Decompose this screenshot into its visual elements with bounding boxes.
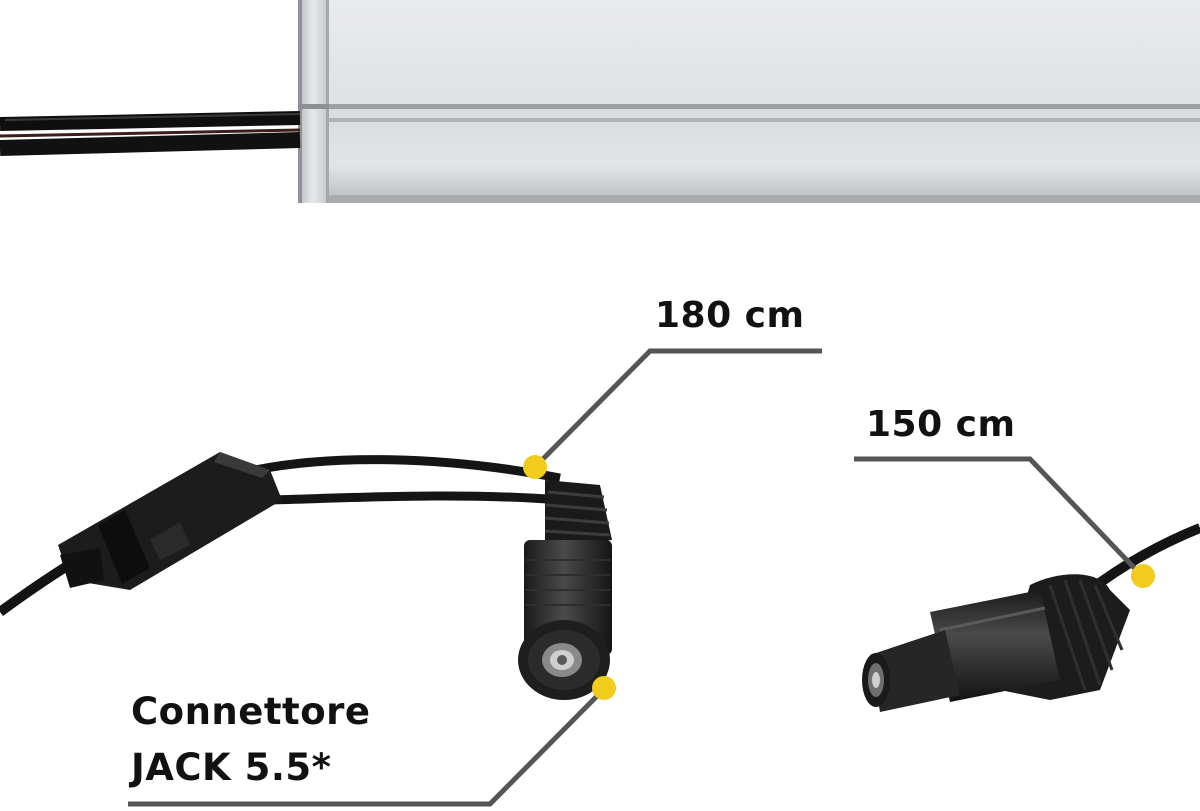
connector-label: Connettore JACK 5.5*: [131, 684, 370, 796]
leader-line-connector: [128, 686, 607, 807]
profile-cable: [0, 111, 301, 156]
leader-line-150: [854, 456, 1144, 578]
cable-length-label-180: 180 cm: [655, 295, 805, 336]
cable-length-label-150: 150 cm: [866, 404, 1016, 445]
connector-label-line2: JACK 5.5*: [131, 746, 332, 789]
marker-dot-180: [523, 455, 547, 479]
leader-lines: [128, 348, 1144, 807]
cable-150cm: [1087, 523, 1200, 595]
marker-dot-150: [1131, 564, 1155, 588]
connector-label-line1: Connettore: [131, 690, 371, 733]
aluminium-profile: [298, 0, 1200, 203]
female-jack: [518, 480, 612, 700]
male-connector: [58, 452, 282, 590]
marker-dot-connector: [592, 676, 616, 700]
leader-line-180: [533, 348, 822, 469]
male-jack: [862, 574, 1130, 712]
marker-dots: [523, 455, 1155, 700]
